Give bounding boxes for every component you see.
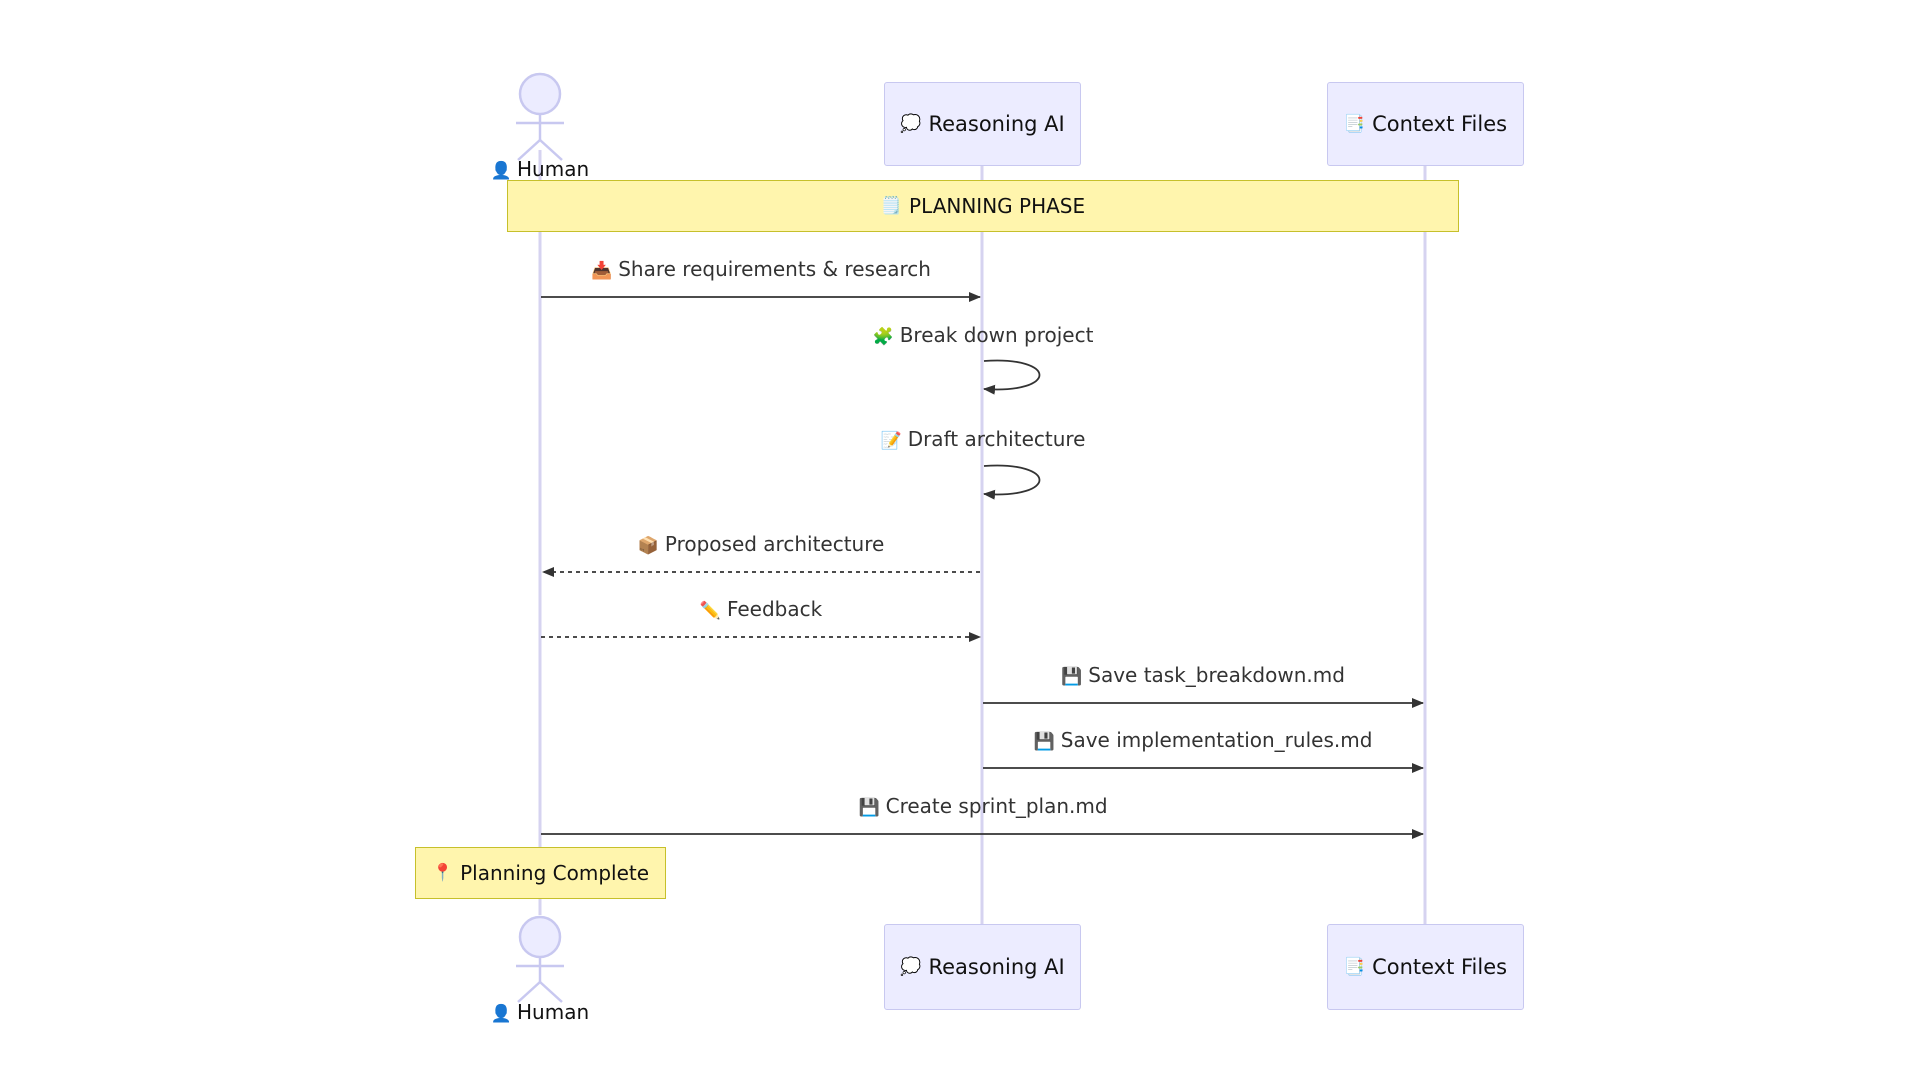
message-text: Create sprint_plan.md [885,794,1108,818]
person-icon: 👤 [490,1004,513,1024]
note-planning-phase-text: PLANNING PHASE [909,194,1086,218]
arrow-break-down-project [983,359,1041,395]
message-text: Proposed architecture [664,532,885,556]
message-text: Save task_breakdown.md [1088,663,1345,687]
document-icon: 📑 [1343,957,1366,977]
thought-bubble-icon: 💭 [900,114,922,134]
inbox-icon: 📥 [591,261,613,281]
pencil-icon: ✏️ [699,601,721,621]
note-planning-complete-text: Planning Complete [460,861,650,885]
participant-ai-top: 💭 Reasoning AI [884,82,1081,166]
person-icon: 👤 [490,161,513,181]
package-icon: 📦 [637,536,659,556]
participant-ai-label: Reasoning AI [928,955,1065,979]
message-label: ✏️Feedback [461,597,1061,621]
message-label: 💾Save task_breakdown.md [903,663,1503,687]
arrow-draft-architecture [983,464,1041,500]
pin-icon: 📍 [431,863,454,883]
participant-files-top: 📑 Context Files [1327,82,1524,166]
floppy-disk-icon: 💾 [1061,667,1083,687]
actor-figure-bottom [516,915,564,1003]
notepad-icon: 🗒️ [880,196,903,216]
participant-ai-bottom: 💭 Reasoning AI [884,924,1081,1010]
message-label: 📥Share requirements & research [461,257,1061,281]
participant-files-label: Context Files [1372,955,1508,979]
memo-icon: 📝 [880,431,902,451]
participant-human-top: 👤Human [420,157,660,181]
message-text: Feedback [726,597,823,621]
puzzle-icon: 🧩 [872,327,894,347]
participant-ai-label: Reasoning AI [928,112,1065,136]
participant-human-label: Human [517,157,590,181]
participant-files-bottom: 📑 Context Files [1327,924,1524,1010]
floppy-disk-icon: 💾 [1033,732,1055,752]
message-text: Break down project [899,323,1094,347]
participant-human-bottom: 👤Human [420,1000,660,1024]
message-label: 📝Draft architecture [683,427,1283,451]
participant-files-label: Context Files [1372,112,1508,136]
message-text: Save implementation_rules.md [1060,728,1373,752]
thought-bubble-icon: 💭 [900,957,922,977]
actor-figure-top [516,72,564,161]
message-text: Draft architecture [907,427,1086,451]
participant-human-label: Human [517,1000,590,1024]
note-planning-complete: 📍 Planning Complete [415,847,666,899]
floppy-disk-icon: 💾 [858,798,880,818]
message-label: 🧩Break down project [683,323,1283,347]
message-label: 📦Proposed architecture [461,532,1061,556]
message-label: 💾Create sprint_plan.md [683,794,1283,818]
message-label: 💾Save implementation_rules.md [903,728,1503,752]
document-icon: 📑 [1343,114,1366,134]
note-planning-phase: 🗒️ PLANNING PHASE [507,180,1459,232]
message-text: Share requirements & research [618,257,931,281]
